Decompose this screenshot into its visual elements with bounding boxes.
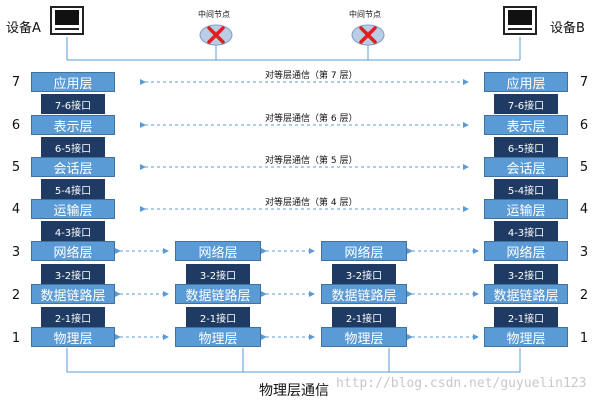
middle-2-layer-datalink: 数据链路层 [321, 284, 407, 304]
middle-2-layer-network: 网络层 [321, 241, 407, 261]
device-b-interface-7-6: 7-6接口 [494, 94, 558, 114]
physical-link-3 [388, 348, 521, 373]
device-b-label: 设备B [550, 21, 585, 36]
router-x-icon-1 [199, 24, 233, 46]
layer-number-right-5: 5 [579, 160, 589, 175]
peer-comm-label-6: 对等层通信（第 6 层） [264, 111, 359, 124]
layer-number-right-2: 2 [579, 288, 589, 303]
device-b-layer-transport: 运输层 [484, 199, 568, 219]
device-a-layer-network: 网络层 [31, 241, 115, 261]
device-b-layer-application: 应用层 [484, 72, 568, 92]
device-a-interface-7-6: 7-6接口 [41, 94, 105, 114]
middle-1-layer-datalink: 数据链路层 [175, 284, 261, 304]
layer-number-right-7: 7 [579, 75, 589, 90]
device-b-interface-4-3: 4-3接口 [494, 221, 558, 241]
device-a-layer-transport: 运输层 [31, 199, 115, 219]
device-b-layer-physical: 物理层 [484, 327, 568, 347]
layer-number-right-3: 3 [579, 245, 589, 260]
layer-number-right-1: 1 [579, 331, 589, 346]
device-a-interface-3-2: 3-2接口 [41, 264, 105, 284]
middle-2-interface-3-2: 3-2接口 [332, 264, 396, 284]
device-a-interface-6-5: 6-5接口 [41, 137, 105, 157]
device-b-layer-session: 会话层 [484, 157, 568, 177]
device-a-layer-datalink: 数据链路层 [31, 284, 115, 304]
device-a-layer-physical: 物理层 [31, 327, 115, 347]
layer-number-left-7: 7 [11, 75, 21, 90]
layer-number-left-3: 3 [11, 245, 21, 260]
middle-1-layer-physical: 物理层 [175, 327, 261, 347]
device-a-layer-presentation: 表示层 [31, 115, 115, 135]
peer-comm-label-5: 对等层通信（第 5 层） [264, 153, 359, 166]
middle-2-layer-physical: 物理层 [321, 327, 407, 347]
device-b-layer-presentation: 表示层 [484, 115, 568, 135]
computer-icon-b [503, 6, 537, 36]
middle-node-1-label: 中间节点 [198, 10, 230, 19]
computer-icon-a [50, 6, 84, 36]
layer-number-right-6: 6 [579, 118, 589, 133]
physical-comm-label: 物理层通信 [259, 383, 329, 399]
middle-node-2-label: 中间节点 [349, 10, 381, 19]
layer-number-left-1: 1 [11, 331, 21, 346]
middle-2-interface-2-1: 2-1接口 [332, 307, 396, 327]
layer-number-left-6: 6 [11, 118, 21, 133]
device-b-interface-2-1: 2-1接口 [494, 307, 558, 327]
physical-link-1 [66, 348, 244, 373]
layer-number-left-4: 4 [11, 202, 21, 217]
device-b-layer-network: 网络层 [484, 241, 568, 261]
middle-1-layer-network: 网络层 [175, 241, 261, 261]
middle-1-interface-2-1: 2-1接口 [186, 307, 250, 327]
watermark-text: http://blog.csdn.net/guyuelin123 [336, 376, 587, 391]
device-a-interface-4-3: 4-3接口 [41, 221, 105, 241]
device-a-layer-application: 应用层 [31, 72, 115, 92]
device-a-interface-5-4: 5-4接口 [41, 179, 105, 199]
device-b-interface-6-5: 6-5接口 [494, 137, 558, 157]
layer-number-left-2: 2 [11, 288, 21, 303]
device-b-layer-datalink: 数据链路层 [484, 284, 568, 304]
device-a-layer-session: 会话层 [31, 157, 115, 177]
middle-1-interface-3-2: 3-2接口 [186, 264, 250, 284]
peer-comm-label-7: 对等层通信（第 7 层） [264, 68, 359, 81]
layer-number-left-5: 5 [11, 160, 21, 175]
router-x-icon-2 [351, 24, 385, 46]
layer-number-right-4: 4 [579, 202, 589, 217]
device-b-interface-3-2: 3-2接口 [494, 264, 558, 284]
device-b-interface-5-4: 5-4接口 [494, 179, 558, 199]
device-a-interface-2-1: 2-1接口 [41, 307, 105, 327]
device-a-label: 设备A [6, 21, 41, 36]
peer-comm-label-4: 对等层通信（第 4 层） [264, 195, 359, 208]
